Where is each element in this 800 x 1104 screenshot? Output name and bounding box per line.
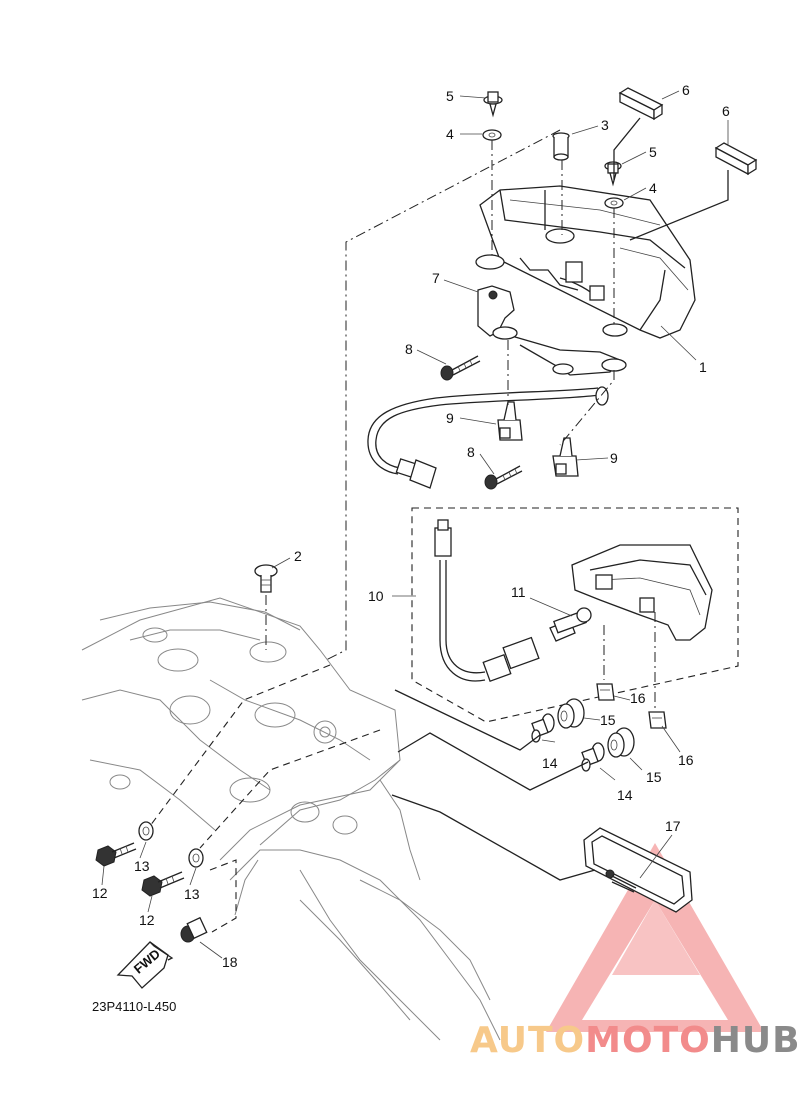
callout-4-top: 4 [446, 126, 454, 142]
bolt-18 [180, 916, 208, 943]
washer-13-upper [138, 821, 154, 841]
callout-9-left: 9 [446, 410, 454, 426]
washer-13-lower [188, 848, 204, 868]
callout-16-right: 16 [678, 752, 694, 768]
damper-6-top [618, 87, 664, 121]
callout-15-upper: 15 [600, 712, 616, 728]
callout-13-upper: 13 [134, 858, 150, 874]
fwd-arrow-icon: FWD [116, 941, 174, 989]
watermark-moto: MOTO [585, 1020, 711, 1061]
callout-16-left: 16 [630, 690, 646, 706]
callout-2: 2 [294, 548, 302, 564]
bolt-12-upper [95, 842, 137, 867]
callout-labels: 5 4 3 6 6 5 4 7 8 1 9 8 9 2 10 11 16 15 … [92, 82, 730, 970]
collar-14-upper [531, 713, 555, 743]
reference-lines [149, 117, 729, 933]
callout-4-right: 4 [649, 180, 657, 196]
collar-14-lower [581, 742, 605, 772]
callout-6-right: 6 [722, 103, 730, 119]
watermark-hub: HUB [711, 1020, 800, 1061]
tail-light-wiring [367, 257, 609, 489]
clip-nut-16-left [596, 683, 615, 701]
leader-lines [101, 90, 729, 959]
diagram-code: 23P4110-L450 [92, 999, 176, 1014]
callout-8-upper: 8 [405, 341, 413, 357]
clip-nut-16-right [648, 711, 667, 729]
callout-12-lower: 12 [139, 912, 155, 928]
washer-4-top [482, 129, 502, 141]
grommet-15-upper [557, 698, 585, 729]
callout-11: 11 [511, 584, 526, 600]
callout-8-lower: 8 [467, 444, 475, 460]
watermark-text: AUTOMOTOHUB [470, 1020, 800, 1061]
rear-fender-frame [81, 597, 501, 1041]
clip-9-right [552, 437, 579, 477]
screw-5-top [483, 91, 503, 118]
callout-1: 1 [699, 359, 707, 375]
grommet-15-lower [607, 727, 635, 758]
callout-5-right: 5 [649, 144, 657, 160]
screw-2 [254, 564, 278, 593]
callout-6-top: 6 [682, 82, 690, 98]
damper-6-right [714, 142, 758, 176]
callout-10: 10 [368, 588, 384, 604]
bracket-stay [475, 228, 628, 376]
watermark-auto: AUTO [470, 1020, 585, 1061]
license-plate-seal-17 [583, 827, 693, 913]
callout-13-lower: 13 [184, 886, 200, 902]
callout-14-lower: 14 [617, 787, 633, 803]
washer-4-right [604, 197, 624, 209]
tapping-screw-8-upper [440, 355, 481, 381]
bolt-12-lower [141, 871, 185, 897]
callout-14-upper: 14 [542, 755, 558, 771]
screw-5-right [604, 161, 622, 187]
bulb-11 [553, 607, 592, 634]
callout-7: 7 [432, 270, 440, 286]
callout-9-right: 9 [610, 450, 618, 466]
callout-3: 3 [601, 117, 609, 133]
bulb-socket-assembly [434, 519, 576, 682]
clip-9-left [497, 401, 523, 441]
callout-18: 18 [222, 954, 238, 970]
watermark-logo [546, 843, 764, 1032]
tapping-screw-8-lower [484, 465, 523, 490]
license-light-unit [571, 544, 713, 641]
collar-3 [552, 132, 570, 161]
callout-5-top: 5 [446, 88, 454, 104]
callout-15-lower: 15 [646, 769, 662, 785]
callout-12-upper: 12 [92, 885, 108, 901]
tail-light-assembly [479, 185, 696, 339]
callout-17: 17 [665, 818, 681, 834]
